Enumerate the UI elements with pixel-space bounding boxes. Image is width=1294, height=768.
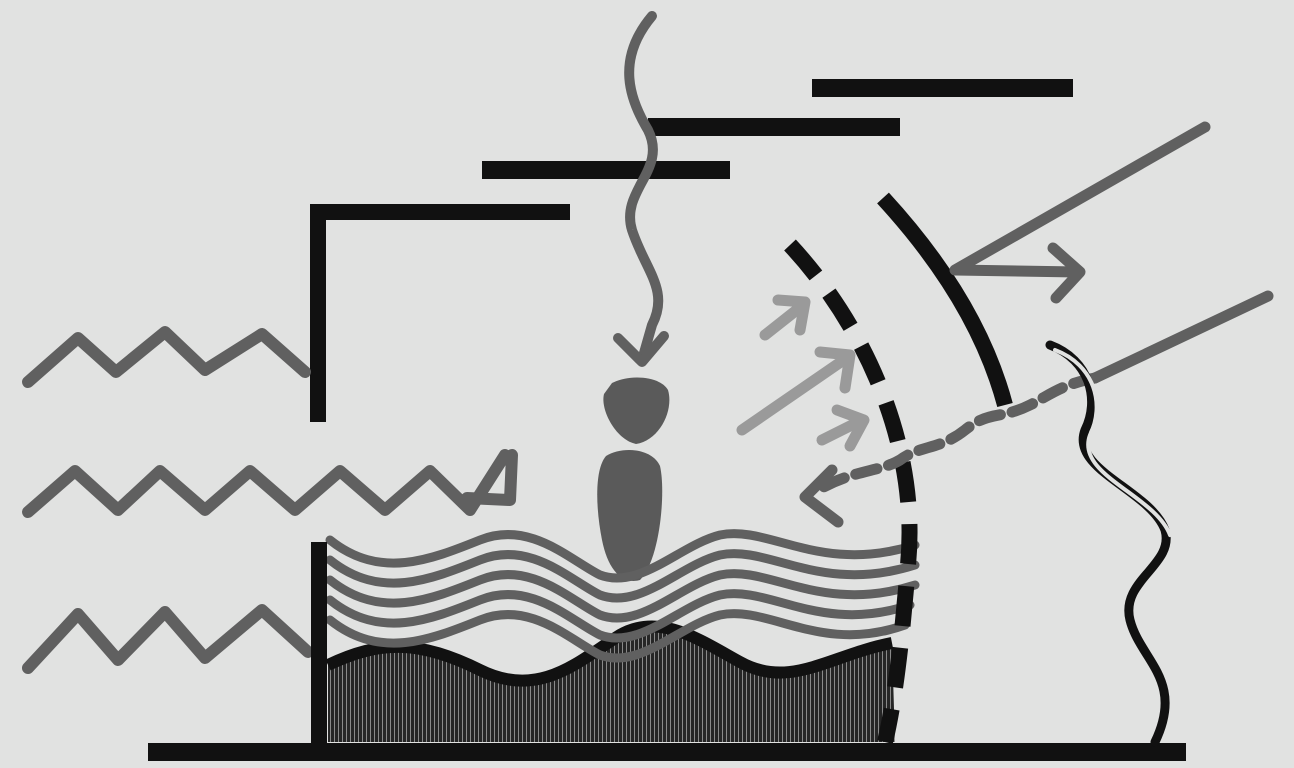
stacked-stones <box>597 378 669 581</box>
zigzag-arrow-top <box>28 332 305 382</box>
stone-small <box>603 378 669 444</box>
stone-large <box>597 450 662 581</box>
roof-planes <box>482 88 1073 170</box>
ribbon <box>1050 345 1170 742</box>
l-shaped-wall <box>318 212 570 422</box>
zigzag-arrow-middle <box>28 455 505 512</box>
wavy-arrow-down <box>618 16 664 362</box>
zigzag-arrow-bottom <box>28 610 308 668</box>
dark-arrows <box>955 127 1268 378</box>
solid-arc-outer <box>883 198 1005 405</box>
